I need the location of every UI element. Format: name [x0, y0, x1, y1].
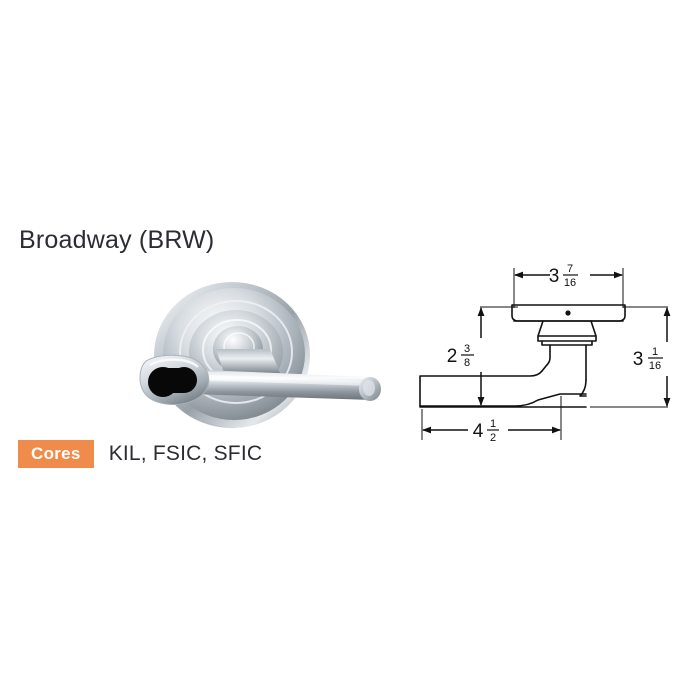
technical-drawing: 3 7 16 2 3 8 3 1 16 4 1 — [410, 250, 695, 455]
lever-bar-highlight — [162, 373, 369, 386]
dimension-whole: 4 — [473, 421, 484, 442]
dimension-whole: 3 — [633, 349, 644, 370]
dimension-numerator: 1 — [652, 346, 658, 358]
dimension-numerator: 1 — [490, 418, 496, 430]
cores-badge: Cores — [18, 440, 94, 468]
dimension-numerator: 3 — [464, 343, 470, 355]
dimension-denominator: 8 — [464, 357, 470, 369]
product-photo — [120, 265, 410, 445]
drawing-neck-left — [541, 344, 551, 372]
dimension-denominator: 16 — [564, 277, 576, 289]
keyway-figure-eight-icon — [148, 367, 197, 397]
dimensioned-side-elevation: 3 7 16 2 3 8 3 1 16 4 1 — [419, 263, 671, 444]
lever-handle-illustration — [139, 282, 381, 429]
lever-tip-highlight — [363, 380, 375, 396]
drawing-collar — [537, 320, 597, 337]
drawing-lever-shoulder — [579, 379, 587, 397]
drawing-lever-top — [419, 370, 543, 407]
drawing-setscrew-dot — [565, 310, 571, 316]
dimension-label-rose-diameter: 3 7 16 — [549, 263, 578, 289]
dimension-numerator: 7 — [567, 263, 573, 275]
drawing-collar-base — [537, 335, 597, 342]
dimension-denominator: 16 — [649, 360, 661, 372]
lever-neck — [216, 349, 280, 373]
drawing-lever-bottom-inner — [419, 393, 587, 407]
dimension-label-lever-height: 2 3 8 — [447, 343, 474, 369]
lever-head-outline — [139, 354, 210, 405]
dimension-whole: 3 — [549, 266, 560, 287]
lever-head-highlight — [149, 358, 199, 368]
dimension-whole: 2 — [447, 346, 458, 367]
extension-lines — [421, 268, 668, 440]
cores-values: KIL, FSIC, SFIC — [108, 442, 263, 465]
dimension-lines — [422, 271, 671, 434]
rose-ring-outer — [179, 300, 293, 404]
dimension-label-overall-height: 3 1 16 — [633, 346, 663, 372]
drawing-collar-ring — [541, 340, 593, 346]
page-title: Broadway (BRW) — [19, 226, 215, 254]
dimension-denominator: 2 — [490, 432, 496, 444]
dimension-label-lever-projection: 4 1 2 — [473, 418, 499, 444]
cores-row: Cores KIL, FSIC, SFIC — [18, 440, 262, 468]
